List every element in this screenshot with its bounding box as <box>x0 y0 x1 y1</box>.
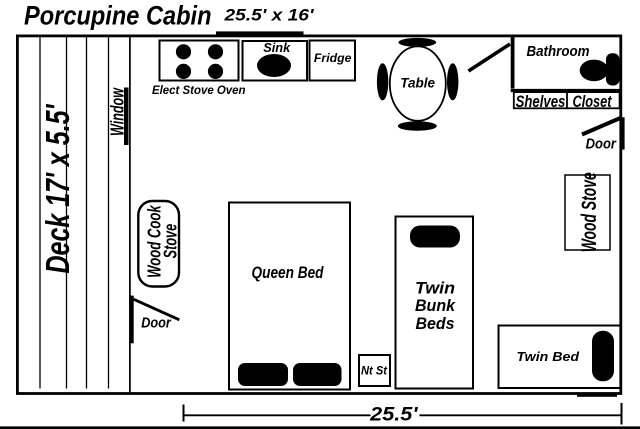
svg-text:25.5' x 16': 25.5' x 16' <box>223 6 314 25</box>
svg-text:Door: Door <box>141 315 172 331</box>
svg-text:Elect Stove Oven: Elect Stove Oven <box>152 83 246 97</box>
svg-text:Beds: Beds <box>416 315 455 333</box>
svg-text:Nt St: Nt St <box>361 364 388 377</box>
svg-text:Sink: Sink <box>263 40 291 55</box>
svg-text:25.5': 25.5' <box>369 404 419 426</box>
svg-text:Porcupine Cabin: Porcupine Cabin <box>24 1 212 31</box>
svg-text:Door: Door <box>586 137 618 153</box>
svg-text:Shelves: Shelves <box>516 93 566 111</box>
svg-text:Fridge: Fridge <box>314 51 352 65</box>
svg-text:Window: Window <box>107 87 127 136</box>
svg-text:Bunk: Bunk <box>415 297 456 315</box>
svg-text:Table: Table <box>400 75 435 91</box>
svg-text:Closet: Closet <box>573 93 612 111</box>
svg-text:Deck 17' x 5.5': Deck 17' x 5.5' <box>40 104 77 274</box>
svg-text:Twin: Twin <box>415 280 455 298</box>
svg-text:Wood Cook: Wood Cook <box>144 205 164 278</box>
svg-text:Bathroom: Bathroom <box>527 44 590 60</box>
svg-text:Queen Bed: Queen Bed <box>252 263 324 282</box>
svg-text:Twin Bed: Twin Bed <box>517 349 581 364</box>
svg-text:Stove: Stove <box>161 224 181 259</box>
svg-text:Wood Stove: Wood Stove <box>578 172 601 252</box>
